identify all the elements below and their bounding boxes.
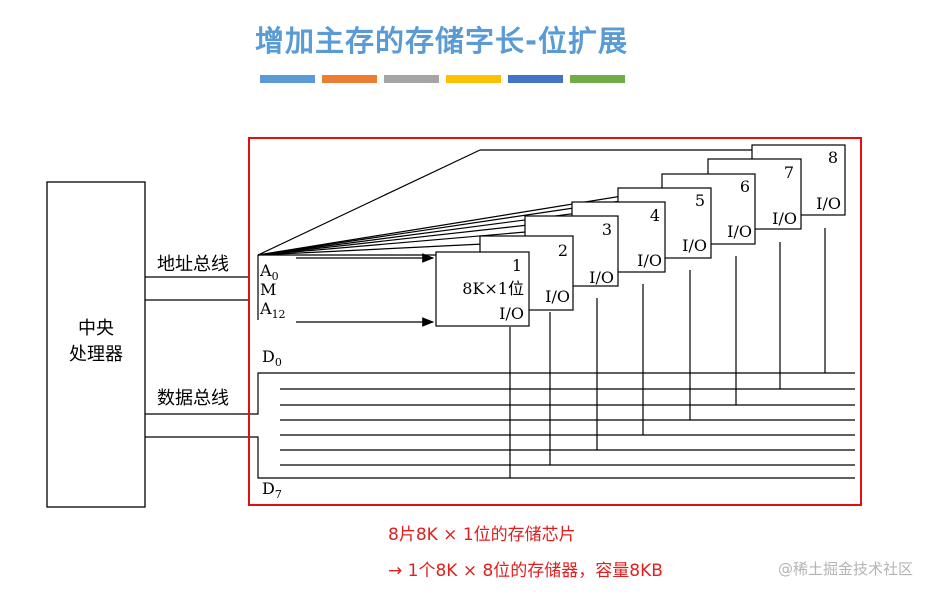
chip-3-io: I/O xyxy=(589,268,614,287)
accent-bar-4 xyxy=(446,75,501,83)
chip-1-io: I/O xyxy=(499,304,524,323)
chip-1-number: 1 xyxy=(512,256,522,275)
pin-a12: A12 xyxy=(259,299,286,321)
data-bus xyxy=(145,413,250,438)
page-title: 增加主存的存储字长-位扩展 xyxy=(254,24,629,58)
cpu-label-line2: 处理器 xyxy=(69,344,123,365)
address-bus-label: 地址总线 xyxy=(157,254,229,275)
pin-m: M xyxy=(260,280,276,299)
chip-1: 1 8K×1位 I/O xyxy=(435,251,530,327)
chip-5-number: 5 xyxy=(695,191,705,210)
address-bus xyxy=(145,276,250,301)
accent-bar-6 xyxy=(570,75,625,83)
chip-8-number: 8 xyxy=(828,148,838,167)
chip-7-number: 7 xyxy=(784,163,794,182)
accent-bar-5 xyxy=(508,75,563,83)
caption-line-1: 8片8K × 1位的存储芯片 xyxy=(388,525,576,545)
accent-bar-3 xyxy=(384,75,439,83)
chip-2-io: I/O xyxy=(545,287,570,306)
watermark: @稀土掘金技术社区 xyxy=(777,560,913,578)
pin-d0: D0 xyxy=(262,347,282,369)
cpu-block xyxy=(46,181,146,508)
io-vertical-lines xyxy=(509,228,826,478)
chip-8-io: I/O xyxy=(816,194,841,213)
chip-4-number: 4 xyxy=(650,206,660,225)
data-lines xyxy=(250,372,855,479)
chip-3-number: 3 xyxy=(602,220,612,239)
pin-d7: D7 xyxy=(262,479,282,501)
caption-line-2: → 1个8K × 8位的存储器，容量8KB xyxy=(388,561,663,581)
chip-7-io: I/O xyxy=(772,209,797,228)
chip-5-io: I/O xyxy=(682,236,707,255)
chip-6-io: I/O xyxy=(727,222,752,241)
cpu-label-line1: 中央 xyxy=(78,318,114,339)
accent-bar-1 xyxy=(260,75,315,83)
chip-4-io: I/O xyxy=(637,251,662,270)
data-bus-label: 数据总线 xyxy=(157,388,229,409)
pin-a0: A0 xyxy=(259,261,279,283)
chip-2-number: 2 xyxy=(558,241,568,260)
memory-region-outline xyxy=(248,137,862,506)
chip-1-spec: 8K×1位 xyxy=(462,279,524,298)
chip-6-number: 6 xyxy=(740,177,750,196)
accent-bar-2 xyxy=(322,75,377,83)
